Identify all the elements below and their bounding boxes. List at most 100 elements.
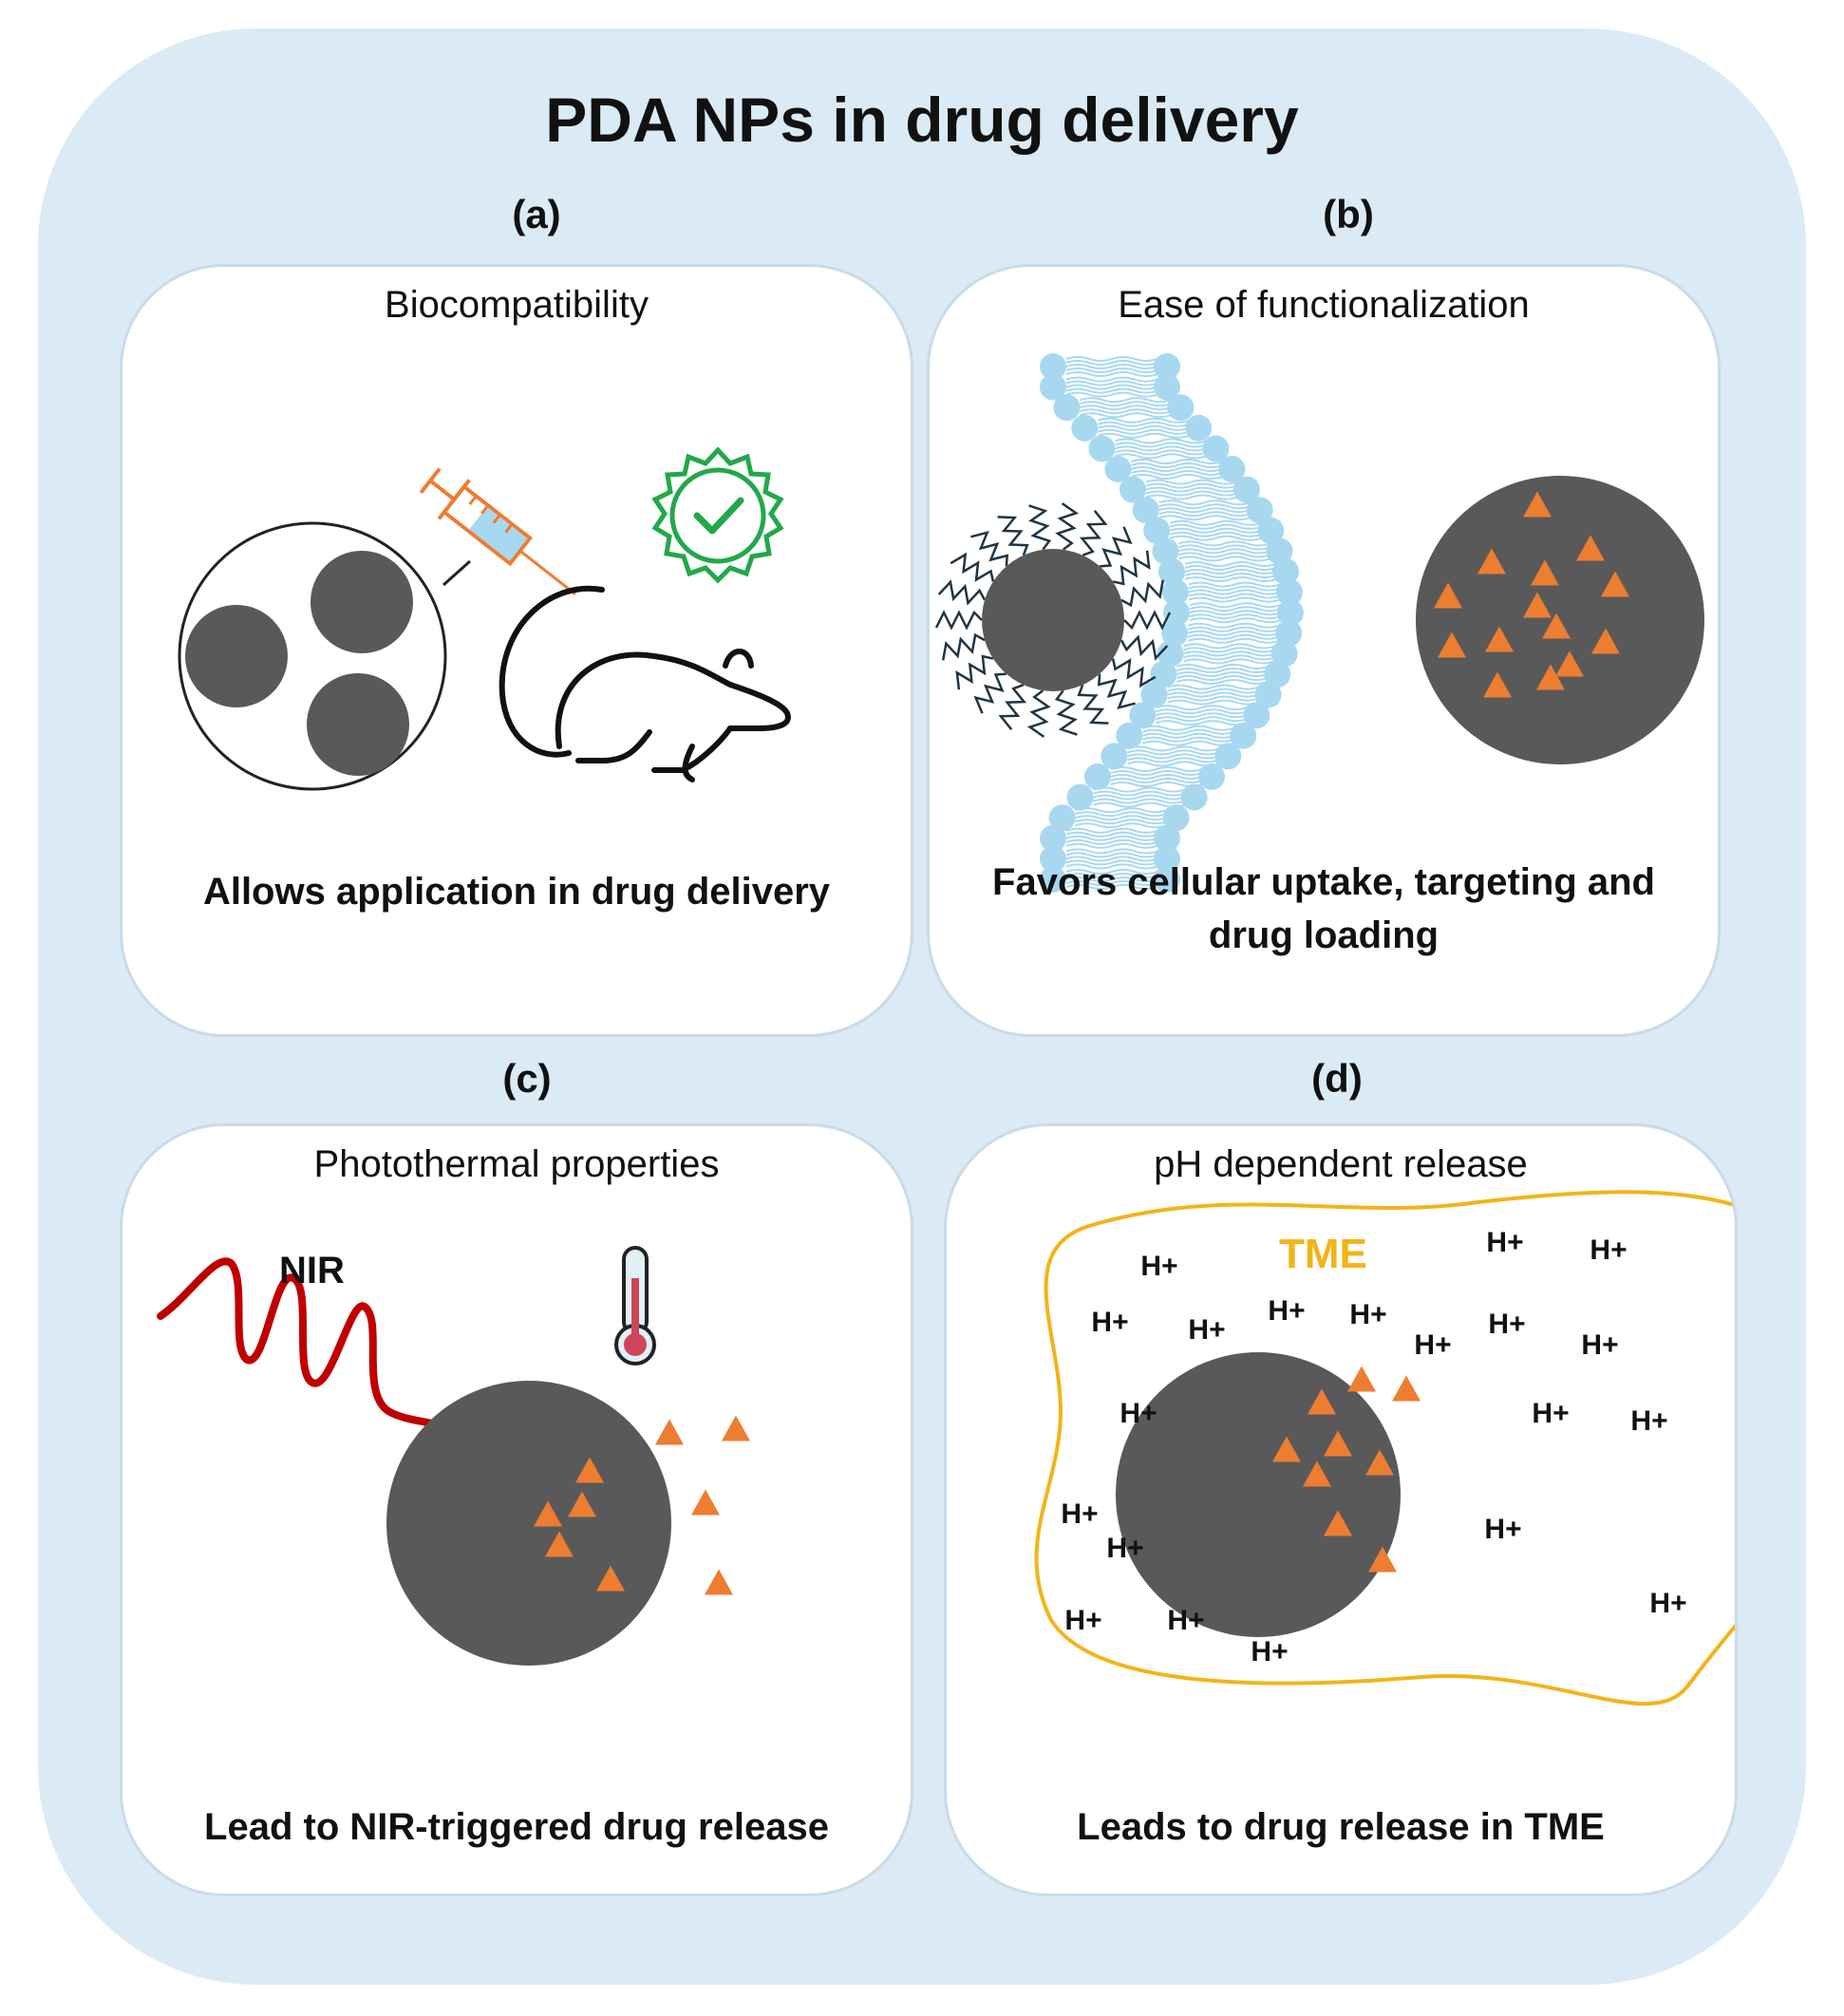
polymer-chain: [1120, 579, 1165, 608]
drug-triangle: [534, 1500, 562, 1527]
polymer-chain: [1100, 526, 1133, 568]
lipid-head: [1276, 599, 1304, 627]
h-ion-label: H+: [1064, 1605, 1101, 1636]
loaded-drugs: [1434, 491, 1629, 698]
h-ion-label: H+: [1188, 1314, 1225, 1346]
h-ion-label: H+: [1167, 1605, 1204, 1636]
h-ion-label: H+: [1349, 1299, 1386, 1330]
drug-triangle: [1576, 535, 1605, 561]
lipid-head: [1129, 702, 1157, 729]
lipid-head: [1246, 497, 1273, 524]
lipid-head: [1104, 456, 1132, 482]
drug-triangle: [1347, 1366, 1376, 1392]
polymer-chain: [1120, 634, 1169, 661]
lipid-head: [1272, 558, 1300, 585]
syringe-icon: [419, 467, 576, 595]
h-ion-label: H+: [1532, 1398, 1569, 1429]
lipid-head: [1230, 722, 1257, 749]
drug-triangle: [705, 1569, 733, 1595]
polymer-chain: [1055, 502, 1080, 551]
polymer-chain: [1097, 673, 1136, 710]
h-ion-label: H+: [1140, 1251, 1177, 1282]
lipid-head: [1143, 517, 1171, 544]
polymer-chain: [1123, 610, 1172, 631]
polymer-chain: [1079, 510, 1108, 556]
lipid-head: [1053, 394, 1081, 422]
drug-triangle: [545, 1531, 574, 1557]
lipid-head: [1257, 517, 1285, 544]
polymer-chain: [973, 672, 1007, 714]
figure-title: PDA NPs in drug delivery: [545, 85, 1299, 155]
nanoparticle: [386, 1381, 671, 1666]
h-ion-label: H+: [1251, 1636, 1288, 1667]
panel-b-label: (b): [1323, 192, 1374, 236]
lipid-head: [1161, 578, 1189, 606]
drug-triangle: [1368, 1546, 1397, 1573]
lipid-head: [1040, 845, 1066, 873]
h-ion-label: H+: [1590, 1234, 1627, 1266]
lipid-head: [1040, 866, 1066, 893]
polymer-chain: [1111, 658, 1157, 688]
polymer-chain: [1028, 504, 1052, 551]
drug-triangle: [1324, 1430, 1352, 1457]
h-ion-label: H+: [1414, 1329, 1451, 1361]
lipid-head: [1066, 783, 1094, 811]
drug-triangle: [1523, 592, 1552, 618]
panel-b-title: Ease of functionalization: [1118, 284, 1530, 326]
drug-triangle: [1308, 1388, 1336, 1415]
panel-a-title: Biocompatibility: [385, 284, 649, 326]
lipid-head: [1154, 353, 1180, 380]
lipid-head: [1132, 497, 1159, 524]
proton-ions: H+H+H+H+H+H+H+H+H+H+H+H+H+H+H+H+H+H+H+H+: [1061, 1227, 1686, 1667]
lipid-head: [1243, 702, 1270, 729]
lipid-head: [1150, 661, 1177, 688]
drug-triangle: [1601, 571, 1629, 597]
drug-triangle: [1392, 1375, 1421, 1402]
lipid-head: [1232, 476, 1260, 503]
lipid-head: [1154, 866, 1180, 893]
mouse-icon: [499, 585, 791, 782]
lipid-head: [1154, 845, 1180, 873]
lipid-head: [1071, 414, 1099, 442]
lipid-head: [1197, 763, 1225, 790]
panel-a-label: (a): [512, 192, 561, 236]
nanoparticle: [307, 673, 409, 776]
lipid-head: [1218, 456, 1246, 482]
nir-wave: [157, 1257, 463, 1436]
lipid-head: [1116, 722, 1143, 749]
polymer-chain: [998, 684, 1027, 730]
panel-c-caption: Lead to NIR-triggered drug release: [204, 1806, 829, 1848]
lipid-head: [1154, 824, 1180, 852]
lipid-head: [1157, 640, 1184, 668]
h-ion-label: H+: [1630, 1405, 1667, 1437]
polymer-chain: [1026, 689, 1051, 738]
panel-d-title: pH dependent release: [1154, 1143, 1528, 1185]
panel-a-illustration: [178, 446, 791, 791]
thermometer-icon: [614, 1246, 656, 1366]
polymer-chain: [941, 632, 986, 661]
polymer-chain: [970, 530, 1009, 567]
drug-triangle: [1523, 491, 1552, 518]
h-ion-label: H+: [1061, 1498, 1098, 1530]
released-drugs: [1272, 1366, 1421, 1573]
drug-triangle: [1555, 650, 1584, 677]
lipid-head: [1180, 783, 1208, 811]
panel-d-illustration: H+H+H+H+H+H+H+H+H+H+H+H+H+H+H+H+H+H+H+H+: [1034, 1190, 1735, 1706]
panel-d-label: (d): [1311, 1056, 1363, 1101]
polymer-chain: [1077, 684, 1109, 725]
nanoparticle: [1116, 1352, 1401, 1637]
lipid-head: [1048, 804, 1076, 832]
lipid-head: [1040, 373, 1066, 401]
lipid-head: [1214, 743, 1242, 770]
tme-label: TME: [1279, 1231, 1367, 1277]
panel-b-caption: Favors cellular uptake, targeting and dr…: [992, 861, 1655, 956]
nanoparticle: [310, 551, 413, 653]
lipid-head: [1254, 681, 1282, 708]
h-ion-label: H+: [1268, 1295, 1305, 1327]
polymer-chain: [1054, 689, 1078, 736]
h-ion-label: H+: [1581, 1329, 1618, 1361]
panel-biocompatibility: Biocompatibility: [120, 264, 913, 1037]
drug-triangle: [655, 1419, 684, 1445]
drug-triangle: [1483, 671, 1512, 698]
lipid-head: [1162, 804, 1190, 832]
